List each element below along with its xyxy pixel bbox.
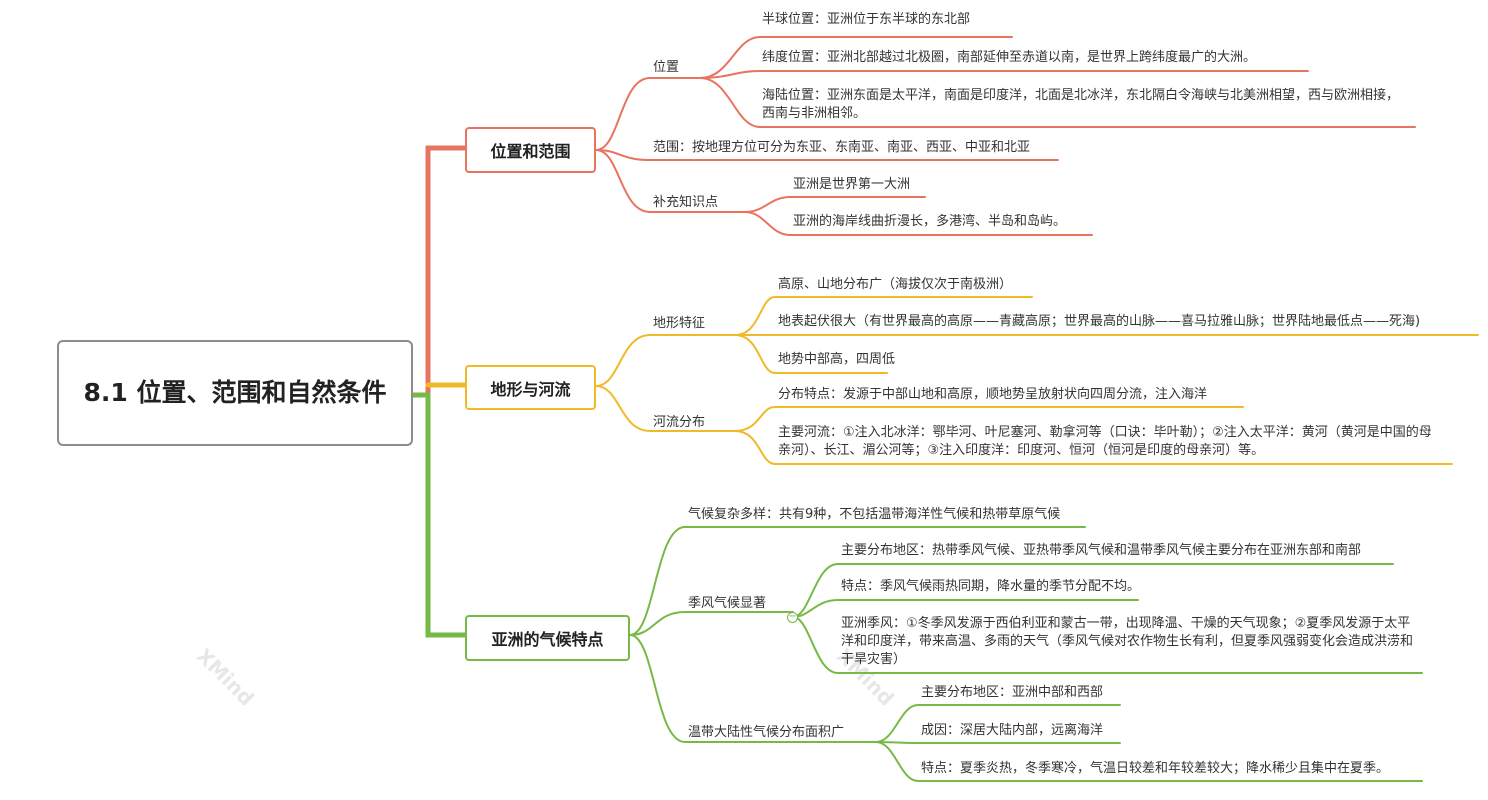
leaf-plateaus-mountains[interactable]: 高原、山地分布广（海拔仅次于南极洲）: [778, 277, 1013, 292]
leaf-continental-features[interactable]: 特点：夏季炎热，冬季寒冷，气温日较差和年较差较大；降水稀少且集中在夏季。: [921, 761, 1390, 776]
root-topic[interactable]: 8.1 位置、范围和自然条件: [57, 340, 413, 446]
subtopic-location[interactable]: 位置: [653, 60, 680, 75]
subtopic-continental-climate[interactable]: 温带大陆性气候分布面积广: [688, 725, 845, 740]
leaf-asian-monsoon[interactable]: 亚洲季风：①冬季风发源于西伯利亚和蒙古一带，出现降温、干燥的天气现象；②夏季风发…: [841, 616, 1414, 667]
connector-root-position: [410, 145, 468, 398]
subtopic-supplementary-points[interactable]: 补充知识点: [653, 195, 719, 210]
subtopic-range[interactable]: 范围：按地理方位可分为东亚、东南亚、南亚、西亚、中亚和北亚: [653, 140, 1031, 155]
leaf-major-rivers[interactable]: 主要河流：①注入北冰洋：鄂毕河、叶尼塞河、勒拿河等（口诀：毕叶勒）；②注入太平洋…: [778, 425, 1432, 458]
subtopic-complex-climate[interactable]: 气候复杂多样：共有9种，不包括温带海洋性气候和热带草原气候: [688, 507, 1061, 522]
leaf-high-center-low-edges[interactable]: 地势中部高，四周低: [778, 352, 896, 367]
leaf-latitude-position[interactable]: 纬度位置：亚洲北部越过北极圈，南部延伸至赤道以南，是世界上跨纬度最广的大洲。: [762, 50, 1257, 65]
leaf-hemisphere-position[interactable]: 半球位置：亚洲位于东半球的东北部: [762, 12, 971, 27]
leaf-coastline[interactable]: 亚洲的海岸线曲折漫长，多港湾、半岛和岛屿。: [793, 214, 1067, 229]
topic-position-and-range[interactable]: 位置和范围: [465, 127, 596, 173]
leaf-continental-distribution[interactable]: 主要分布地区：亚洲中部和西部: [921, 685, 1104, 700]
leaf-land-sea-position[interactable]: 海陆位置：亚洲东面是太平洋，南面是印度洋，北面是北冰洋，东北隔白令海峡与北美洲相…: [762, 88, 1400, 121]
leaf-river-features[interactable]: 分布特点：发源于中部山地和高原，顺地势呈放射状向四周分流，注入海洋: [778, 387, 1208, 402]
subtopic-river-distribution[interactable]: 河流分布: [653, 415, 706, 430]
subtopic-terrain-features[interactable]: 地形特征: [653, 316, 706, 331]
connector-root-climate: [410, 392, 468, 638]
collapse-toggle[interactable]: −: [787, 611, 798, 623]
leaf-monsoon-distribution[interactable]: 主要分布地区：热带季风气候、亚热带季风气候和温带季风气候主要分布在亚洲东部和南部: [841, 543, 1362, 558]
leaf-large-relief[interactable]: 地表起伏很大（有世界最高的高原——青藏高原；世界最高的山脉——喜马拉雅山脉；世界…: [778, 314, 1421, 329]
leaf-largest-continent[interactable]: 亚洲是世界第一大洲: [793, 177, 911, 192]
subtopic-monsoon-climate[interactable]: 季风气候显著: [688, 596, 767, 611]
leaf-continental-cause[interactable]: 成因：深居大陆内部，远离海洋: [921, 723, 1104, 738]
topic-asia-climate[interactable]: 亚洲的气候特点: [465, 615, 630, 661]
leaf-monsoon-features[interactable]: 特点：季风气候雨热同期，降水量的季节分配不均。: [841, 579, 1141, 594]
topic-terrain-and-rivers[interactable]: 地形与河流: [465, 365, 596, 410]
